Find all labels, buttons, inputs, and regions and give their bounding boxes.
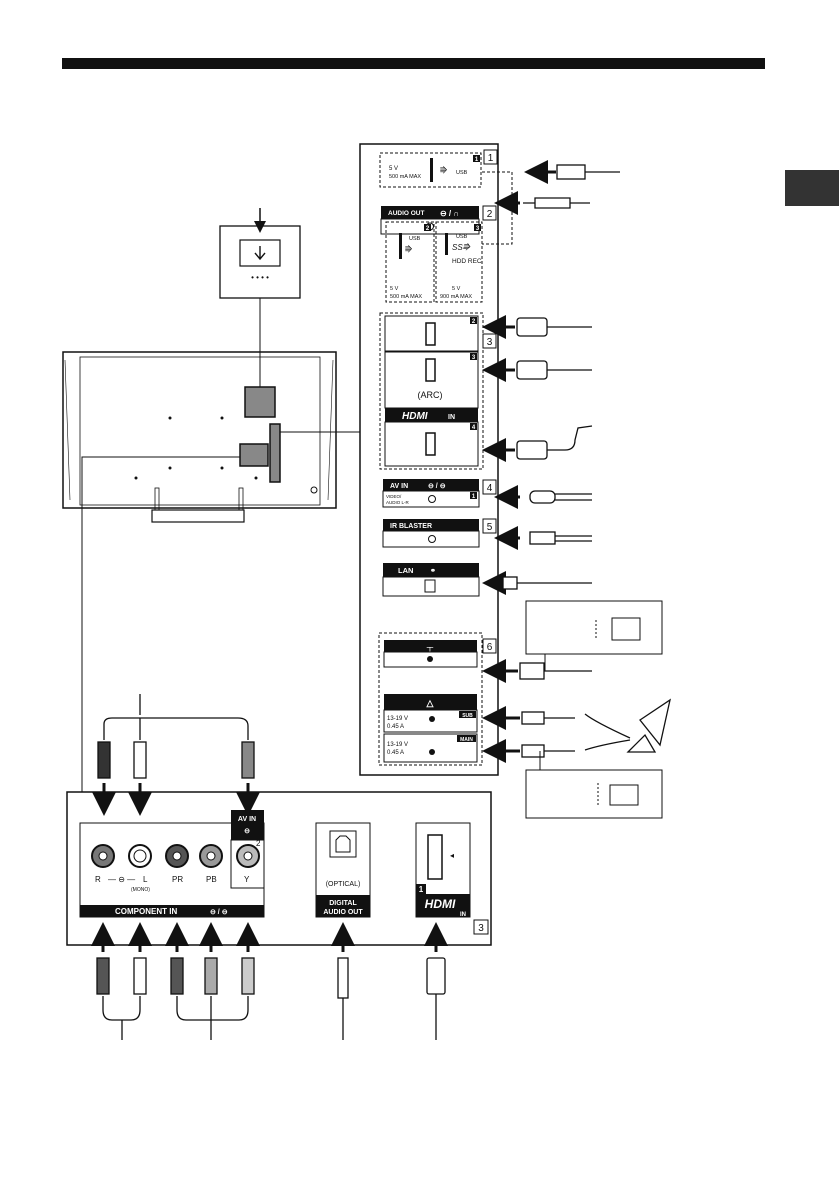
svg-text:• • • •: • • • • xyxy=(251,273,269,282)
tv-usb-callout: • • • • xyxy=(219,208,301,387)
sat-sub-tag: SUB xyxy=(462,713,473,719)
connector-insets xyxy=(525,600,663,819)
panel-callouts: 1 2 3 4 5 6 xyxy=(482,149,498,654)
satellite-icon: △ xyxy=(426,698,435,708)
sat-main-current: 0.45 A xyxy=(387,750,404,756)
hdmi-arrow-icon: ◂ xyxy=(450,851,454,860)
av-in-block[interactable]: AV IN ⊖ / ⊖ VIDEO/ AUDIO L-R 1 xyxy=(382,479,480,508)
usb-down-icon xyxy=(254,246,266,261)
optical-digital: DIGITAL xyxy=(329,900,357,907)
usb3-rec: HDD REC xyxy=(452,258,482,265)
jack-pb-label: PB xyxy=(206,875,217,884)
usb1-port-block[interactable]: 5 V 500 mA MAX ⭆ USB 1 xyxy=(379,152,482,188)
usb3-voltage: 5 V xyxy=(452,286,461,292)
callout-4: 4 xyxy=(487,483,493,494)
bottom-av-in-num: 2 xyxy=(256,839,261,848)
optical-out-block[interactable]: (OPTICAL) DIGITAL AUDIO OUT xyxy=(315,822,371,918)
av-in-sub2: AUDIO L-R xyxy=(386,500,410,505)
svg-text:⊖ / ⊖: ⊖ / ⊖ xyxy=(428,483,446,490)
svg-text:⊖ / ⊖: ⊖ / ⊖ xyxy=(210,909,228,916)
callout-2: 2 xyxy=(487,209,493,220)
component-in-block[interactable]: COMPONENT IN ⊖ / ⊖ R — ⊖ — L (MONO) PR P… xyxy=(79,810,265,918)
audio-out-label: AUDIO OUT xyxy=(388,210,425,217)
usb2-voltage: 5 V xyxy=(390,286,399,292)
tv-back xyxy=(62,351,337,523)
usb2-usb3-block[interactable]: USB ⭆ 5 V 500 mA MAX 2 USB SS⭆ HDD REC 5… xyxy=(382,221,483,303)
lan-label: LAN xyxy=(398,566,413,575)
jack-l-label: L xyxy=(143,875,148,884)
jack-r-label: R xyxy=(95,875,101,884)
sat-main-voltage: 13-19 V xyxy=(387,742,408,748)
bottom-hdmi-num: 1 xyxy=(419,885,424,894)
header-bar xyxy=(62,58,765,69)
usb3-label: USB xyxy=(456,234,468,240)
hdmi2-num: 2 xyxy=(472,319,476,325)
usb1-label: USB xyxy=(456,170,468,176)
hdmi-logo: HDMI xyxy=(402,411,428,422)
panel-cables xyxy=(482,160,671,763)
jack-pr-label: PR xyxy=(172,875,183,884)
network-icon: ⚭ xyxy=(430,568,436,575)
jack-y-label: Y xyxy=(244,875,250,884)
sat-main-tag: MAIN xyxy=(460,737,473,743)
hdmi-port-block[interactable]: 2 (ARC) 3 HDMI IN 4 xyxy=(379,312,484,470)
hdmi3-num: 3 xyxy=(472,355,476,361)
usb2-num: 2 xyxy=(426,226,430,232)
usb3-current: 900 mA MAX xyxy=(440,294,472,300)
headphone-icon: ⊖ / ∩ xyxy=(440,209,459,218)
ir-blaster-block[interactable]: IR BLASTER xyxy=(382,519,480,548)
callout-6: 6 xyxy=(487,642,493,653)
usb1-num: 1 xyxy=(475,157,479,163)
usb2-icon: ⭆ xyxy=(405,245,412,254)
jack-mono-label: (MONO) xyxy=(131,887,150,893)
sat-sub-voltage: 13-19 V xyxy=(387,716,408,722)
component-in-label: COMPONENT IN xyxy=(115,907,177,916)
usb3-ss-icon: SS⭆ xyxy=(452,243,471,252)
section-tab xyxy=(785,170,839,206)
antenna-icon: ┬ xyxy=(426,642,434,653)
usb2-label: USB xyxy=(409,236,421,242)
usb1-voltage: 5 V xyxy=(389,166,398,172)
hdmi-in-label: IN xyxy=(448,414,455,421)
usb-icon: ⭆ xyxy=(440,166,447,175)
ir-blaster-label: IR BLASTER xyxy=(390,523,432,530)
bottom-cables xyxy=(91,922,448,1040)
usb3-num: 3 xyxy=(476,226,480,232)
bottom-hdmi-in: IN xyxy=(460,912,466,918)
hdmi4-num: 4 xyxy=(472,425,476,431)
top-rca-cables xyxy=(92,694,260,816)
bottom-hdmi-logo: HDMI xyxy=(425,897,456,911)
av-in-label: AV IN xyxy=(390,483,408,490)
optical-label: (OPTICAL) xyxy=(326,881,361,888)
sat-sub-current: 0.45 A xyxy=(387,724,404,730)
callout-5: 5 xyxy=(487,522,493,533)
antenna-satellite-block[interactable]: ┬ △ 13-19 V 0.45 A SUB MAIN 13-19 V 0.45… xyxy=(378,632,483,766)
av-in-sub1: VIDEO/ xyxy=(386,494,402,499)
lan-block[interactable]: LAN ⚭ xyxy=(382,563,480,597)
callout-1: 1 xyxy=(488,153,494,164)
bottom-panel: COMPONENT IN ⊖ / ⊖ R — ⊖ — L (MONO) PR P… xyxy=(66,791,492,946)
svg-text:— ⊖ —: — ⊖ — xyxy=(108,875,135,884)
side-panel: 5 V 500 mA MAX ⭆ USB 1 AUDIO OUT ⊖ / ∩ U… xyxy=(359,143,513,776)
optical-audio-out: AUDIO OUT xyxy=(323,909,363,916)
usb1-current: 500 mA MAX xyxy=(389,174,421,180)
av-in-num: 1 xyxy=(472,494,476,500)
callout-3: 3 xyxy=(487,337,493,348)
bottom-callout-3: 3 xyxy=(478,923,484,934)
usb2-current: 500 mA MAX xyxy=(390,294,422,300)
svg-text:⊖: ⊖ xyxy=(244,828,250,835)
bottom-av-in-label: AV IN xyxy=(238,816,256,823)
hdmi-arc-label: (ARC) xyxy=(418,390,443,400)
bottom-hdmi-block[interactable]: ◂ 1 HDMI IN xyxy=(415,822,471,918)
